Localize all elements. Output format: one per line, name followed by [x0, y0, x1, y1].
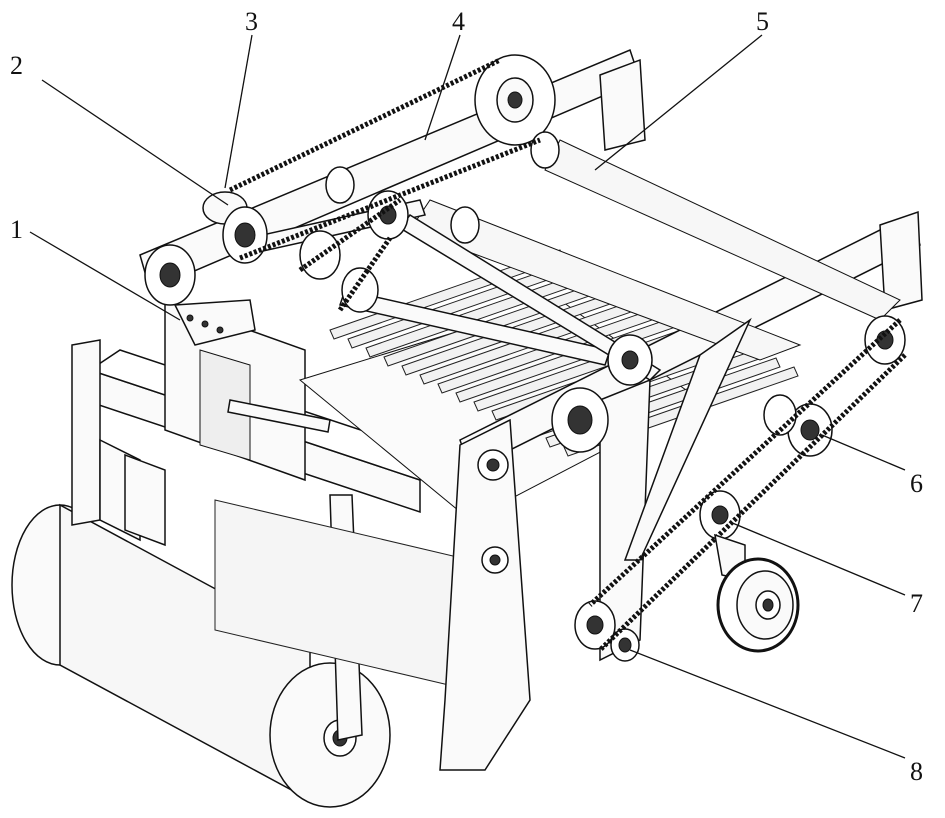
leader-lines — [29, 34, 906, 759]
label-6: 6 — [910, 469, 923, 498]
label-5: 5 — [756, 7, 769, 36]
label-3: 3 — [245, 7, 258, 36]
chains — [228, 57, 907, 652]
left-ground-wheel — [11, 494, 391, 808]
label-1: 1 — [10, 215, 23, 244]
label-2: 2 — [10, 51, 23, 80]
right-side-plate — [439, 317, 752, 771]
leader-1 — [29, 231, 181, 321]
label-4: 4 — [452, 7, 465, 36]
part-labels: 1 2 3 4 5 6 7 8 — [10, 7, 923, 786]
leader-2 — [41, 79, 229, 206]
leader-7 — [729, 521, 906, 596]
rear-wheel — [714, 533, 800, 653]
leader-4 — [424, 34, 461, 141]
leader-5 — [594, 34, 763, 171]
sprockets — [144, 54, 906, 662]
leader-8 — [629, 649, 906, 759]
label-7: 7 — [910, 589, 923, 618]
label-8: 8 — [910, 757, 923, 786]
leader-6 — [821, 434, 906, 471]
leader-3 — [224, 34, 253, 189]
